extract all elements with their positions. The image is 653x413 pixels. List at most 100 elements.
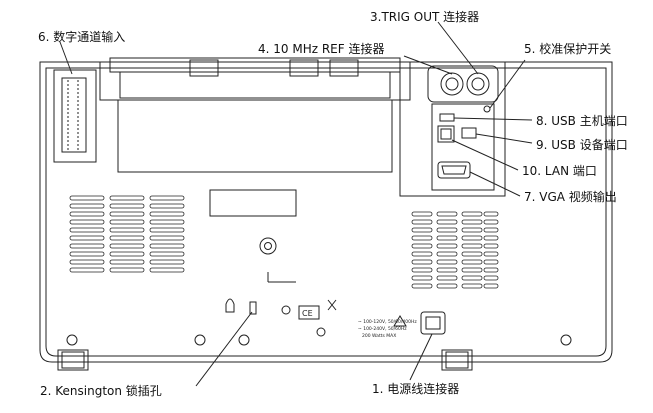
vent-slot xyxy=(69,267,105,273)
label-plate xyxy=(209,189,297,217)
vent-slot xyxy=(69,259,105,265)
vent-slot xyxy=(483,235,499,241)
lan-port xyxy=(437,125,455,143)
vent-slot xyxy=(411,219,433,225)
vent-slot xyxy=(411,251,433,257)
vent-slot xyxy=(436,219,458,225)
callout-kensington: 2. Kensington 锁插孔 xyxy=(40,384,162,398)
leader-8 xyxy=(453,117,533,121)
vent-slot xyxy=(109,219,145,225)
vent-slot xyxy=(436,243,458,249)
vent-slot xyxy=(109,235,145,241)
vent-slot xyxy=(69,251,105,257)
chassis-inner-outline xyxy=(45,67,607,357)
vent-slot xyxy=(69,227,105,233)
ground-symbol-icon xyxy=(316,327,326,337)
callout-usb-device: 9. USB 设备端口 xyxy=(536,138,628,152)
leader-1 xyxy=(409,333,433,381)
vent-slot xyxy=(149,251,185,257)
power-inlet xyxy=(420,311,446,335)
vent-grilles xyxy=(69,195,499,289)
leader-9 xyxy=(475,133,533,144)
vent-slot xyxy=(109,227,145,233)
vent-slot xyxy=(436,259,458,265)
vent-slot xyxy=(411,259,433,265)
leader-5 xyxy=(489,59,526,109)
vent-slot xyxy=(69,203,105,209)
vent-slot xyxy=(461,251,483,257)
leader-3 xyxy=(437,21,479,75)
vent-slot xyxy=(109,211,145,217)
vent-slot xyxy=(461,267,483,273)
bnc-trig-out xyxy=(466,72,490,96)
vent-slot xyxy=(411,243,433,249)
vent-slot xyxy=(149,203,185,209)
callout-power: 1. 电源线连接器 xyxy=(372,382,460,396)
callout-calibration-switch: 5. 校准保护开关 xyxy=(524,42,612,56)
ce-mark-icon xyxy=(298,305,320,320)
vent-slot xyxy=(149,235,185,241)
vent-slot xyxy=(411,275,433,281)
power-spec-line-1: ~ 100-120V, 50/60/400Hz xyxy=(358,319,417,325)
vent-slot xyxy=(461,227,483,233)
power-spec-line-2: ~ 100-240V, 50/60Hz xyxy=(358,326,407,332)
vent-slot xyxy=(411,235,433,241)
vent-slot xyxy=(483,275,499,281)
callout-trig-out: 3.TRIG OUT 连接器 xyxy=(370,10,480,24)
digital-channel-connector-frame xyxy=(53,69,97,163)
vent-slot xyxy=(69,243,105,249)
vent-slot xyxy=(436,227,458,233)
callout-usb-host: 8. USB 主机端口 xyxy=(536,114,628,128)
vent-slot xyxy=(149,259,185,265)
vent-slot xyxy=(483,243,499,249)
warning-triangle-icon xyxy=(393,315,407,327)
vent-slot xyxy=(461,283,483,289)
vent-slot xyxy=(109,259,145,265)
vent-slot xyxy=(483,227,499,233)
vent-slot xyxy=(109,267,145,273)
vent-slot xyxy=(461,235,483,241)
callout-digital-input: 6. 数字通道输入 xyxy=(38,30,126,44)
vent-slot xyxy=(461,211,483,217)
vent-slot xyxy=(483,267,499,273)
vent-slot xyxy=(461,219,483,225)
vent-slot xyxy=(483,283,499,289)
usb-host-port xyxy=(439,113,455,122)
vent-slot xyxy=(461,243,483,249)
usb-device-port xyxy=(461,127,477,139)
vent-slot xyxy=(436,283,458,289)
vent-slot xyxy=(436,235,458,241)
vent-slot xyxy=(461,275,483,281)
io-bay-frame xyxy=(399,62,506,197)
ce-mark-text: CE xyxy=(302,309,313,318)
vent-slot xyxy=(411,211,433,217)
vent-slot xyxy=(461,259,483,265)
vent-slot xyxy=(149,211,185,217)
vent-slot xyxy=(436,267,458,273)
vent-slot xyxy=(69,195,105,201)
bnc-10mhz-ref xyxy=(440,72,464,96)
vent-slot xyxy=(436,211,458,217)
vent-slot xyxy=(149,219,185,225)
callout-vga: 7. VGA 视频输出 xyxy=(524,190,617,204)
vent-slot xyxy=(109,195,145,201)
leader-2 xyxy=(195,311,253,387)
vent-slot xyxy=(109,251,145,257)
power-spec-line-3: 200 Watts MAX xyxy=(362,333,396,339)
vent-slot xyxy=(149,243,185,249)
vent-slot xyxy=(109,203,145,209)
vent-slot xyxy=(483,219,499,225)
vent-slot xyxy=(436,275,458,281)
vent-slot xyxy=(411,267,433,273)
leader-4 xyxy=(403,55,453,75)
vent-slot xyxy=(483,211,499,217)
leader-10 xyxy=(451,139,519,171)
vent-slot xyxy=(483,251,499,257)
calibration-switch xyxy=(483,105,491,113)
callout-10mhz-ref: 4. 10 MHz REF 连接器 xyxy=(258,42,385,56)
vent-slot xyxy=(69,219,105,225)
kensington-slot xyxy=(249,301,257,315)
vent-slot xyxy=(149,267,185,273)
chassis-outline xyxy=(39,61,613,363)
